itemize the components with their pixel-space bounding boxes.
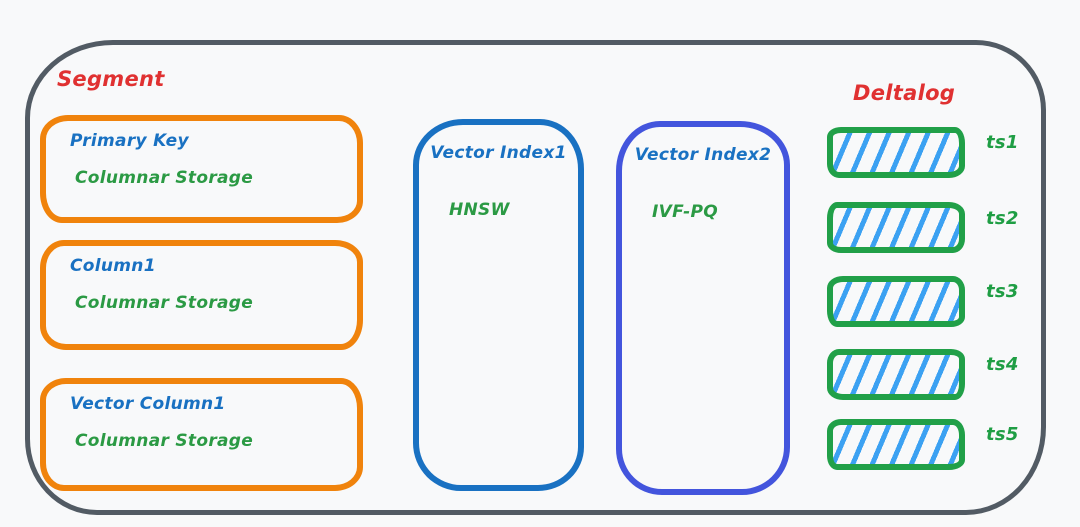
columnar-storage-label: Columnar Storage	[75, 293, 254, 313]
deltalog-hatched-box	[827, 202, 965, 253]
primary-key-box: Primary Key Columnar Storage	[40, 115, 363, 223]
index-algorithm-label: HNSW	[449, 200, 510, 220]
vector-index1-box: Vector Index1 HNSW	[413, 119, 584, 491]
index-algorithm-label: IVF-PQ	[652, 202, 719, 222]
vector-index-title: Vector Index2	[634, 145, 772, 165]
segment-label: Segment	[57, 67, 165, 91]
columnar-storage-label: Columnar Storage	[75, 168, 254, 188]
deltalog-label: Deltalog	[853, 81, 956, 105]
segment-container: Segment Primary Key Columnar Storage Col…	[25, 40, 1046, 515]
column1-box: Column1 Columnar Storage	[40, 240, 363, 350]
deltalog-hatched-box	[827, 276, 965, 327]
vector-index2-box: Vector Index2 IVF-PQ	[616, 121, 790, 495]
deltalog-hatched-box	[827, 127, 965, 178]
timestamp-label: ts1	[986, 132, 1019, 153]
deltalog-hatched-box	[827, 419, 965, 470]
column-title: Vector Column1	[70, 394, 226, 414]
columnar-storage-label: Columnar Storage	[75, 431, 254, 451]
timestamp-label: ts3	[986, 281, 1019, 302]
vector-index-title: Vector Index1	[430, 143, 567, 163]
column-title: Primary Key	[70, 131, 189, 151]
timestamp-label: ts4	[986, 354, 1019, 375]
vector-column1-box: Vector Column1 Columnar Storage	[40, 378, 363, 491]
timestamp-label: ts5	[986, 424, 1019, 445]
deltalog-hatched-box	[827, 349, 965, 400]
timestamp-label: ts2	[986, 208, 1019, 229]
column-title: Column1	[70, 256, 156, 276]
